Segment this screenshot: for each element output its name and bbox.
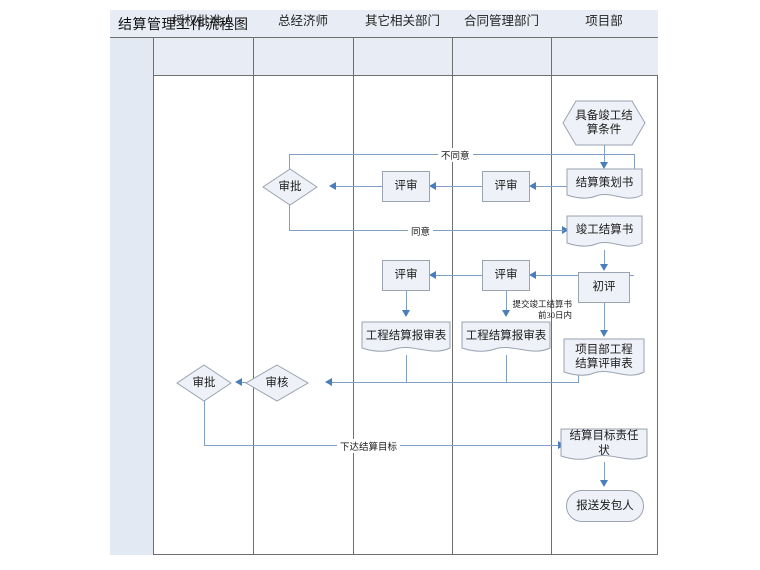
deadline-note: 提交竣工结算书 前30日内 <box>500 299 572 320</box>
arrow-econ-review-to-approve <box>329 182 336 190</box>
node-form-contract-label: 工程结算报审表 <box>465 329 547 342</box>
node-review-other-mid-label: 评审 <box>394 269 418 282</box>
node-proj-review-form-label: 项目部工程结算评审表 <box>575 343 633 370</box>
edge-other-review-to-form <box>406 290 407 312</box>
lane-header-row <box>110 38 658 76</box>
document-icon <box>563 338 645 376</box>
lane-gutter <box>110 38 154 555</box>
lane-divider-2 <box>353 38 354 555</box>
edge-label-disagree: 不同意 <box>438 148 473 162</box>
lane-divider-3 <box>452 38 453 555</box>
node-plan[interactable]: 结算策划书 <box>566 168 643 202</box>
arrow-other-review-to-form <box>402 310 410 317</box>
edge-label-agree: 同意 <box>408 224 434 238</box>
edge-disagree-riser <box>634 154 635 170</box>
arrow-contract-review-to-form <box>502 310 510 317</box>
node-approve-top-label: 审批 <box>278 180 302 193</box>
edge-plan-to-contract-review <box>534 186 574 187</box>
edge-contract-form-drop <box>506 355 507 382</box>
node-first-review[interactable]: 初评 <box>578 272 630 303</box>
node-review-econ-top-label: 评审 <box>394 180 418 193</box>
arrow-ready-to-plan <box>600 162 608 169</box>
lane-divider-1 <box>253 38 254 555</box>
arrow-check-to-approve-bottom <box>235 378 242 386</box>
edge-first-review-to-proj-form <box>604 302 605 332</box>
hexagon-icon <box>562 100 646 146</box>
edge-agree-drop <box>289 205 290 230</box>
lane-header-contract-dept: 合同管理部门 <box>463 13 539 28</box>
decision-diamond-icon <box>245 364 309 402</box>
node-proj-review-form[interactable]: 项目部工程结算评审表 <box>563 338 645 380</box>
node-ready[interactable]: 具备竣工结算条件 <box>562 100 646 146</box>
document-icon <box>566 168 643 199</box>
edge-statement-to-first-review <box>604 250 605 266</box>
node-approve-bottom-label: 审批 <box>192 376 216 389</box>
node-review-other-mid[interactable]: 评审 <box>382 260 430 291</box>
node-form-other-label: 工程结算报审表 <box>365 329 447 342</box>
node-check-bottom-label: 审核 <box>265 376 289 389</box>
node-review-econ-top[interactable]: 评审 <box>382 171 430 202</box>
edge-to-contract-mid-review <box>534 275 606 276</box>
edge-label-issue-target: 下达结算目标 <box>337 439 401 453</box>
arrow-contract-to-other-mid-review <box>429 271 436 279</box>
arrow-to-contract-mid-review <box>529 271 536 279</box>
node-review-contract-top-label: 评审 <box>494 180 518 193</box>
deadline-note-line2: 前30日内 <box>537 309 572 320</box>
edge-forms-to-check <box>330 382 578 383</box>
document-icon <box>566 215 643 247</box>
document-icon <box>560 428 648 460</box>
node-review-contract-top[interactable]: 评审 <box>482 171 530 202</box>
node-form-other[interactable]: 工程结算报审表 <box>361 321 451 355</box>
node-approve-top[interactable]: 审批 <box>262 168 318 206</box>
edge-contract-review-to-form <box>506 290 507 312</box>
node-approve-bottom[interactable]: 审批 <box>176 364 232 402</box>
node-statement[interactable]: 竣工结算书 <box>566 215 643 250</box>
decision-diamond-icon <box>262 168 318 206</box>
node-ready-label: 具备竣工结算条件 <box>575 109 633 136</box>
document-icon <box>361 321 451 352</box>
node-review-contract-mid[interactable]: 评审 <box>482 260 530 291</box>
document-icon <box>461 321 551 352</box>
node-form-contract[interactable]: 工程结算报审表 <box>461 321 551 355</box>
edge-other-form-drop <box>406 355 407 382</box>
arrow-contract-to-econ-review <box>429 182 436 190</box>
arrow-first-review-to-proj-form <box>600 330 608 337</box>
node-target-letter[interactable]: 结算目标责任状 <box>560 428 648 463</box>
edge-target-to-submit <box>604 462 605 482</box>
arrow-plan-to-contract-review <box>529 182 536 190</box>
node-submit-label: 报送发包人 <box>576 499 634 512</box>
node-target-letter-label: 结算目标责任状 <box>569 430 639 457</box>
edge-agree-line <box>289 230 604 231</box>
deadline-note-line1: 提交竣工结算书 <box>512 299 572 309</box>
lane-header-chief-economist: 总经济师 <box>277 13 328 28</box>
arrow-statement-to-first-review <box>600 264 608 271</box>
edge-approve-bottom-drop <box>204 400 205 445</box>
decision-diamond-icon <box>176 364 232 402</box>
node-first-review-label: 初评 <box>592 281 616 294</box>
lane-divider-4 <box>551 38 552 555</box>
edge-econ-review-to-approve <box>334 186 382 187</box>
arrow-forms-to-check <box>325 378 332 386</box>
edge-contract-to-other-mid-review <box>434 275 482 276</box>
edge-agree-tail <box>540 230 564 231</box>
lane-header-project-dept: 项目部 <box>585 13 623 28</box>
node-submit[interactable]: 报送发包人 <box>566 490 644 522</box>
edge-ready-to-plan <box>604 145 605 165</box>
lane-header-approver: 授权批准人 <box>172 13 235 28</box>
diagram-title-bar: 结算管理工作流程图 <box>110 10 658 38</box>
arrow-agree-to-statement <box>562 226 569 234</box>
node-plan-label: 结算策划书 <box>575 176 634 189</box>
edge-contract-to-econ-review <box>434 186 482 187</box>
lane-header-other-depts: 其它相关部门 <box>364 13 440 28</box>
node-review-contract-mid-label: 评审 <box>494 269 518 282</box>
page-title: 结算管理工作流程图 <box>118 17 249 33</box>
arrow-target-to-submit <box>600 480 608 487</box>
node-statement-label: 竣工结算书 <box>575 224 634 237</box>
node-check-bottom[interactable]: 审核 <box>245 364 309 402</box>
